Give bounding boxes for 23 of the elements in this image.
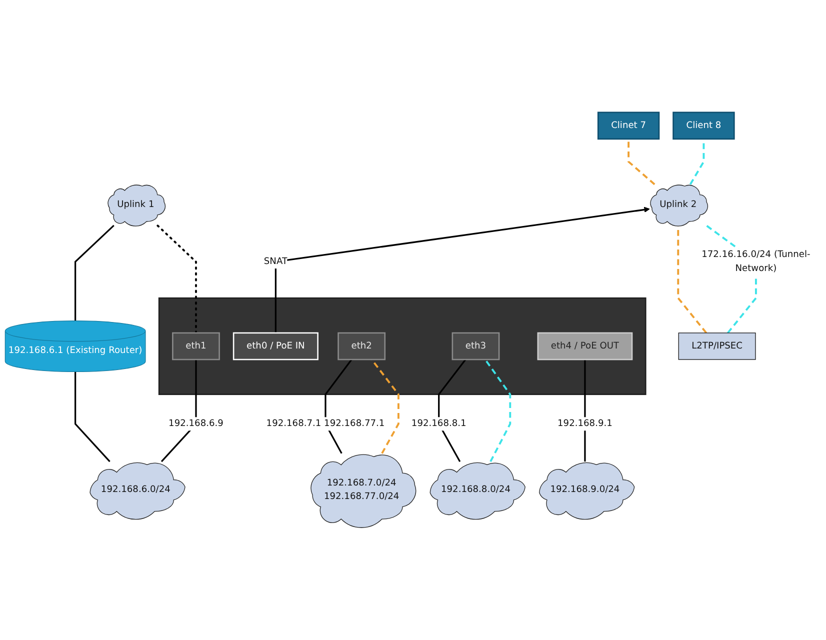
connector [74,224,114,321]
node-box: Client 8 [672,112,735,140]
node-box: eth2 [338,332,386,360]
connector [438,359,466,462]
edge-label: 192.168.6.9 [168,418,224,429]
arrow [274,206,650,333]
node-box: eth0 / PoE IN [232,332,318,360]
connector [628,138,656,186]
edge-label: 192.168.9.1 [558,418,612,429]
edge-label: SNAT [264,256,288,267]
cluster [158,297,646,396]
node-box: eth1 [172,332,220,360]
node-box: eth3 [452,332,500,360]
edge-label: 192.168.8.1 [411,418,466,429]
node-box: L2TP/IPSEC [678,332,756,360]
connector [484,358,512,462]
node-box: Clinet 7 [597,112,660,140]
edge-label: 172.16.16.0/24 (Tunnel-Network) [702,249,810,274]
connector [160,360,197,462]
connector [156,224,197,334]
node-box: eth4 / PoE OUT [537,332,633,360]
connector [74,372,110,462]
edge-label: 192.168.7.1 192.168.77.1 [266,418,385,429]
